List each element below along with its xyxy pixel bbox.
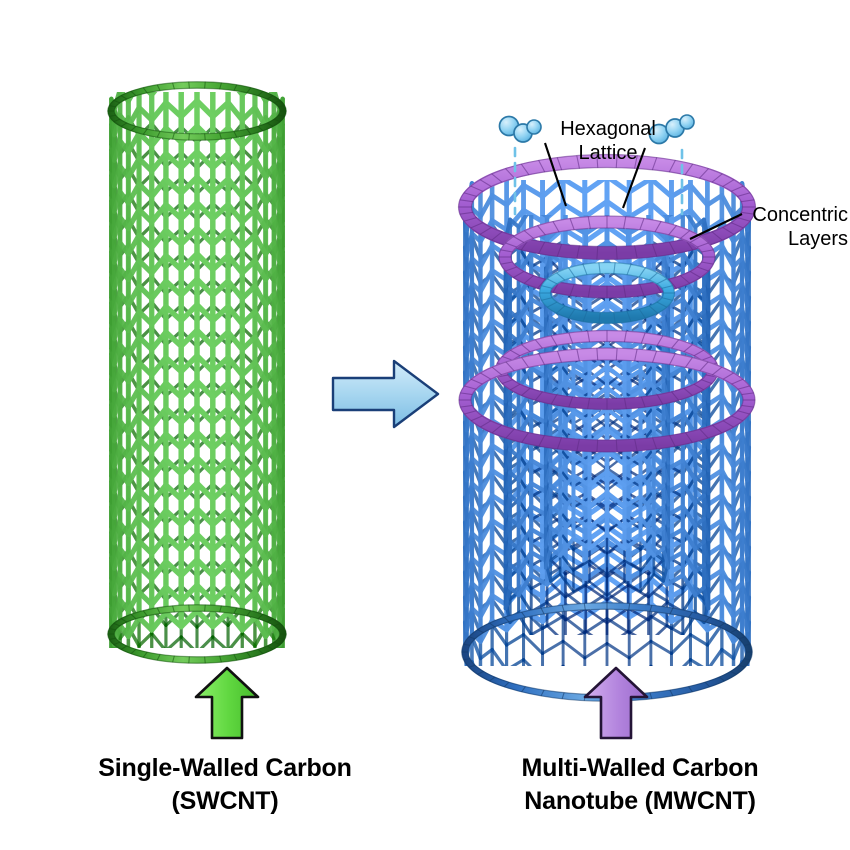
swcnt-up-arrow bbox=[194, 666, 260, 740]
molecule-sphere bbox=[526, 119, 542, 135]
molecule-cluster-left bbox=[498, 115, 542, 143]
molecule-drop-lines bbox=[513, 146, 684, 216]
molecule-sphere bbox=[679, 114, 695, 130]
caption-mwcnt-line1: Multi-Walled Carbon bbox=[521, 754, 759, 782]
transition-arrow-shape bbox=[331, 359, 440, 429]
caption-swcnt-line1: Single-Walled Carbon bbox=[98, 754, 352, 782]
transition-arrow bbox=[331, 359, 440, 429]
annotation-concentric-layers-line1: Concentric bbox=[752, 204, 848, 226]
molecule-cluster-right bbox=[648, 114, 695, 145]
annotation-hexagonal-lattice-line2: Lattice bbox=[578, 142, 638, 164]
swcnt-bottom-rim bbox=[107, 604, 287, 664]
swcnt-lattice-mesh bbox=[109, 92, 285, 648]
leader-line-concentric bbox=[689, 213, 743, 240]
leader-line-hexagonal-left bbox=[544, 142, 567, 207]
caption-mwcnt-line2: Nanotube (MWCNT) bbox=[524, 787, 756, 815]
mwcnt-up-arrow bbox=[583, 666, 649, 740]
annotation-hexagonal-lattice: Hexagonal Lattice bbox=[549, 117, 667, 165]
leader-line-hexagonal-right bbox=[622, 147, 646, 209]
annotation-leader-lines bbox=[544, 142, 743, 240]
caption-swcnt: Single-Walled Carbon (SWCNT) bbox=[30, 752, 420, 818]
mwcnt-up-arrow-shape bbox=[583, 666, 649, 740]
caption-swcnt-line2: (SWCNT) bbox=[171, 787, 279, 815]
caption-mwcnt: Multi-Walled Carbon Nanotube (MWCNT) bbox=[440, 752, 840, 818]
swcnt-structure bbox=[107, 81, 287, 664]
swcnt-top-rim bbox=[107, 81, 287, 141]
mwcnt-concentric-rims bbox=[457, 153, 757, 453]
swcnt-up-arrow-shape bbox=[194, 666, 260, 740]
mwcnt-structure bbox=[457, 153, 757, 702]
annotation-concentric-layers-line2: Layers bbox=[787, 228, 848, 250]
annotation-hexagonal-lattice-line1: Hexagonal bbox=[560, 118, 656, 140]
annotation-concentric-layers: Concentric Layers bbox=[744, 203, 848, 251]
